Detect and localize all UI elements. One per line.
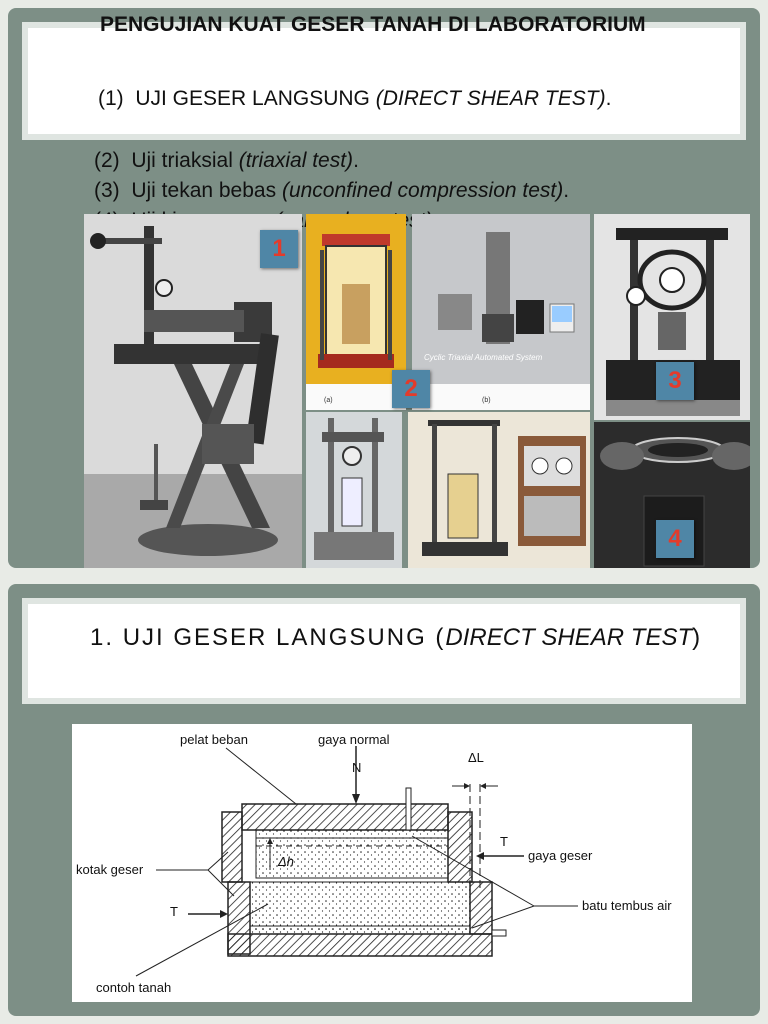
photo-triaxial-lab [408,412,590,568]
label-t-right: T [500,834,508,849]
title-box [22,598,746,704]
badge-1: 1 [260,230,298,268]
list-item: (3) Uji tekan bebas (unconfined compress… [94,179,570,202]
photo-unconfined-compression [594,214,750,420]
photo-triaxial-frame [306,412,402,568]
label-delta-h: Δh [277,854,294,869]
label-delta-l: ΔL [468,750,484,765]
label-contoh-tanah: contoh tanah [96,980,171,995]
label-gaya-geser: gaya geser [528,848,593,863]
slide-direct-shear: 1. UJI GESER LANGSUNG (DIRECT SHEAR TEST… [8,584,760,1016]
caption-b: (b) [482,397,491,404]
direct-shear-diagram: pelat beban gaya normal N ΔL T gaya gese… [72,724,692,1002]
badge-2: 2 [392,370,430,408]
badge-3: 3 [656,362,694,400]
label-t-left: T [170,904,178,919]
label-kotak-geser: kotak geser [76,862,144,877]
test-list-first: (1) UJI GESER LANGSUNG (DIRECT SHEAR TES… [98,84,611,114]
list-item: (2) Uji triaksial (triaxial test). [94,149,359,172]
caption-cyclic: Cyclic Triaxial Automated System [424,353,543,362]
slide-laboratory-tests: PENGUJIAN KUAT GESER TANAH DI LABORATORI… [8,8,760,568]
label-batu-tembus-air: batu tembus air [582,898,672,913]
slide-title: PENGUJIAN KUAT GESER TANAH DI LABORATORI… [100,13,646,36]
label-pelat-beban: pelat beban [180,732,248,747]
label-gaya-normal: gaya normal [318,732,390,747]
photo-cyclic-triaxial-system: Cyclic Triaxial Automated System (b) [412,214,590,410]
photo-triaxial-cell: (a) [306,214,406,410]
caption-a: (a) [324,397,333,404]
label-n: N [352,760,361,775]
title-box [22,22,746,140]
badge-4: 4 [656,520,694,558]
slide-title: 1. UJI GESER LANGSUNG (DIRECT SHEAR TEST… [90,624,703,651]
photo-direct-shear-apparatus [84,214,302,568]
list-item: (1) UJI GESER LANGSUNG (DIRECT SHEAR TES… [98,87,612,110]
photo-vane-shear [594,422,750,568]
